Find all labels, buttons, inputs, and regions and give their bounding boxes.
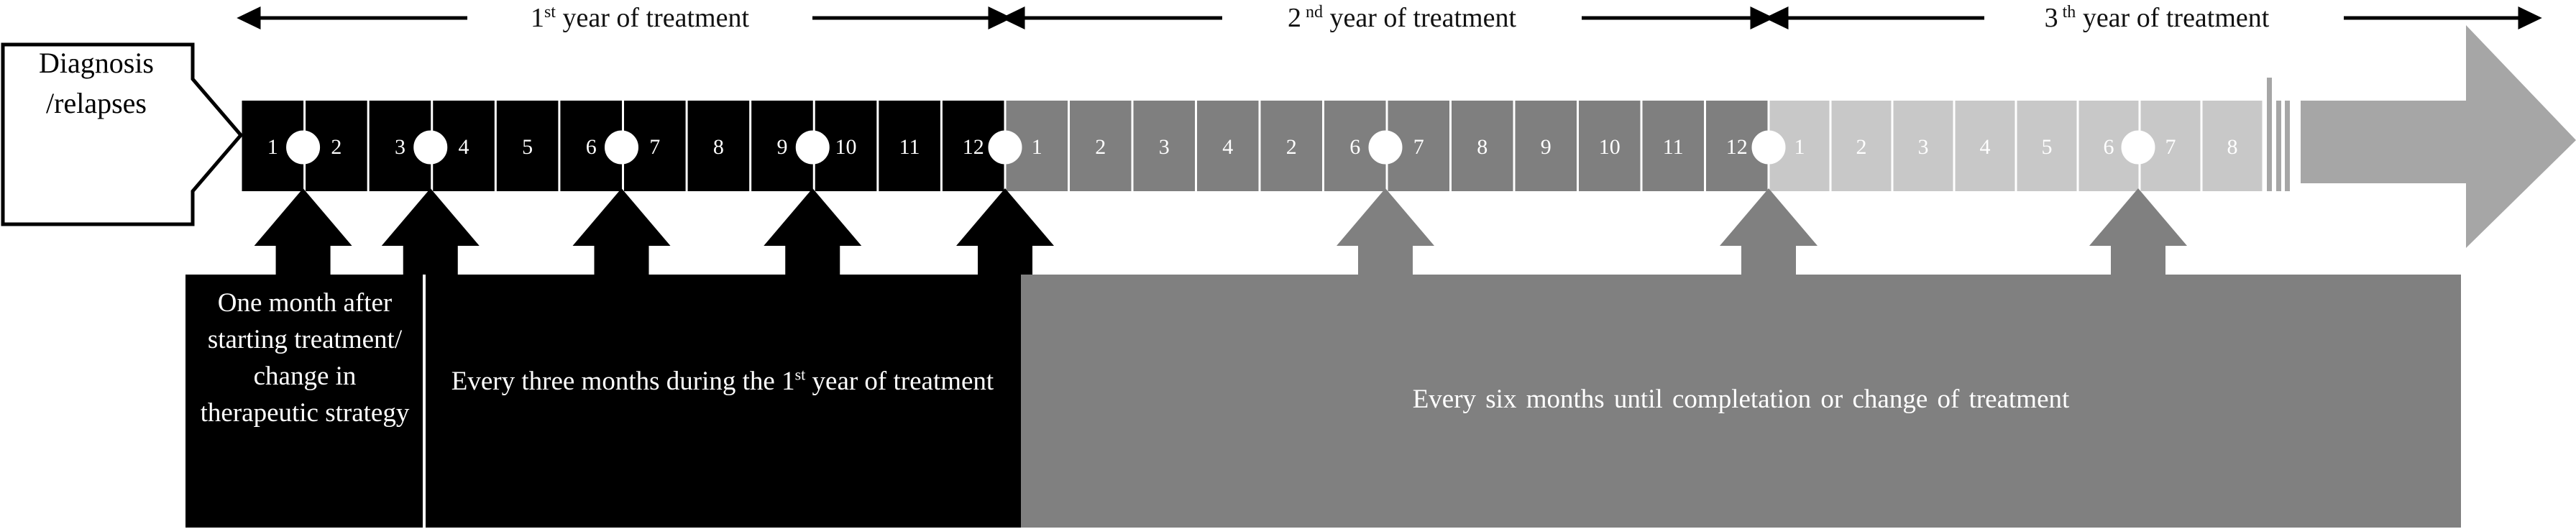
visit-arrows [254,188,2187,275]
month-cell [1831,101,1892,191]
month-label: 11 [1663,135,1684,159]
three-months-text: Every three months during the 1st year o… [439,363,1007,400]
month-cell [1642,101,1704,191]
month-cell [1452,101,1513,191]
three-months-text-post: year of treatment [805,367,994,396]
six-months-box [1021,275,2461,528]
visit-marker [988,130,1022,165]
month-label: 7 [649,135,660,159]
month-cell [687,101,750,191]
month-cell [879,101,940,191]
month-label: 8 [2227,135,2238,159]
six-months-text: Every six months until completation or c… [1412,385,2070,414]
month-cell [1579,101,1641,191]
month-cell [2202,101,2263,191]
month-cell [1133,101,1195,191]
month-cell [496,101,559,191]
month-label: 4 [1980,135,1991,159]
month-cell [1893,101,1953,191]
month-label: 9 [776,135,787,159]
year-2-label: 2 nd year of treatment [1288,3,1516,33]
visit-marker [795,130,830,165]
month-cell [1955,101,2015,191]
month-label: 9 [1541,135,1551,159]
visit-marker [1751,130,1786,165]
month-label: 5 [2042,135,2053,159]
diagnosis-line-1: Diagnosis [39,47,154,79]
month-cell [1260,101,1322,191]
month-cell [1197,101,1259,191]
visit-marker [2121,130,2155,165]
month-label: 6 [1349,135,1360,159]
month-label: 2 [331,135,342,159]
continuation-arrow [2301,25,2576,248]
timeline-break-bar [2276,101,2281,191]
month-label: 5 [522,135,533,159]
month-label: 1 [1032,135,1042,159]
visit-arrow [1720,188,1818,275]
month-label: 4 [459,135,469,159]
diagnosis-label: Diagnosis /relapses [6,43,187,124]
visit-marker [413,130,448,165]
visit-arrow [764,188,862,275]
year-1-label: 1st year of treatment [531,3,749,33]
month-label: 3 [1159,135,1170,159]
three-months-text-sup: st [794,365,806,384]
visit-arrow [2089,188,2187,275]
month-cell [1070,101,1132,191]
visit-marker [1368,130,1403,165]
month-label: 2 [1856,135,1867,159]
month-cell [1515,101,1577,191]
three-months-box [424,275,1021,528]
month-label: 10 [1599,135,1621,159]
one-month-box [185,275,424,528]
month-label: 2 [1286,135,1297,159]
month-label: 8 [1477,135,1488,159]
timeline-break-bar [2285,101,2290,191]
month-label: 8 [713,135,724,159]
visit-arrow [956,188,1054,275]
visit-marker [286,130,321,165]
month-label: 1 [1795,135,1805,159]
timeline-break-bar [2267,78,2272,191]
visit-arrow [1337,188,1434,275]
visit-arrow [572,188,671,275]
month-label: 3 [1918,135,1929,159]
month-label: 2 [1095,135,1106,159]
visit-arrow [381,188,480,275]
month-label: 10 [835,135,857,159]
diagnosis-arrow [1,42,244,226]
month-label: 1 [267,135,278,159]
visit-markers [286,130,2155,165]
diagnosis-line-2: /relapses [46,87,147,119]
month-label: 6 [586,135,597,159]
one-month-text: One month after starting treatment/ chan… [200,288,410,428]
visit-marker [605,130,638,165]
year-3-label: 3 th year of treatment [2045,3,2270,33]
month-cell [2017,101,2077,191]
visit-arrow [254,188,352,275]
year-header-arrows [237,6,2542,29]
month-label: 7 [1413,135,1424,159]
month-label: 12 [963,135,984,159]
month-label: 6 [2104,135,2114,159]
month-label: 7 [2165,135,2176,159]
month-label: 3 [395,135,405,159]
three-months-text-pre: Every three months during the 1 [451,367,795,396]
month-label: 4 [1222,135,1233,159]
month-label: 12 [1726,135,1748,159]
month-label: 11 [899,135,920,159]
